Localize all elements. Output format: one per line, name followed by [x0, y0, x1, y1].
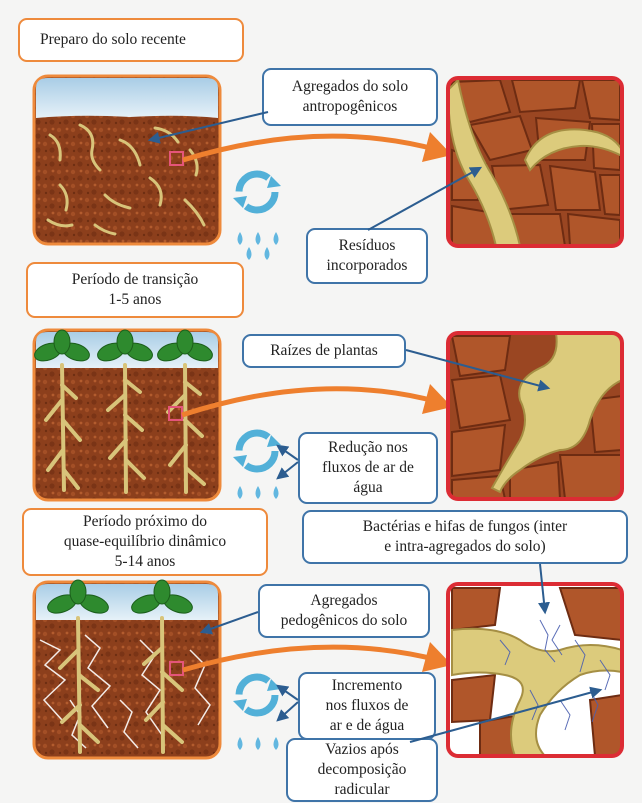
stage-1-zoom-panel	[448, 78, 622, 246]
stage-2-soil-panel	[32, 330, 220, 500]
callout-residuos-incorporados: Resíduos incorporados	[306, 228, 428, 284]
stage-3-title: Período próximo do quase-equilíbrio dinâ…	[22, 508, 268, 576]
stage-1-soil-panel	[34, 76, 220, 244]
callout-raizes-de-plantas: Raízes de plantas	[242, 334, 406, 368]
stage-2-zoom-panel	[448, 333, 622, 499]
cycle-arrows-icon	[233, 433, 281, 469]
callout-incremento-fluxos: Incremento nos fluxos de ar e de água	[298, 672, 436, 740]
water-drops-icon	[238, 232, 279, 260]
callout-agregados-pedogenicos: Agregados pedogênicos do solo	[258, 584, 430, 638]
stage-1-title: Preparo do solo recente	[18, 18, 244, 62]
water-drops-icon	[238, 737, 279, 750]
stage-2-title: Período de transição 1-5 anos	[26, 262, 244, 318]
cycle-arrows-icon	[233, 677, 281, 713]
water-drops-icon	[238, 486, 279, 499]
callout-vazios: Vazios após decomposição radicular	[286, 738, 438, 802]
stage-3-zoom-panel	[448, 584, 622, 756]
callout-bacterias-hifas: Bactérias e hifas de fungos (inter e int…	[302, 510, 628, 564]
callout-reducao-fluxos: Redução nos fluxos de ar de água	[298, 432, 438, 504]
callout-agregados-antropogenicos: Agregados do solo antropogênicos	[262, 68, 438, 126]
cycle-arrows-icon	[233, 174, 281, 210]
